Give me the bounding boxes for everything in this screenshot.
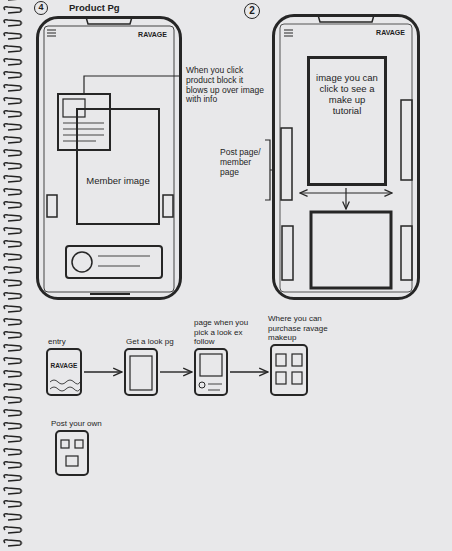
spiral-binding (0, 0, 26, 551)
side-tab (401, 100, 412, 180)
mini-screen: entryRAVAGE (46, 348, 82, 396)
phone-screen: Product PgRAVAGEMember image (36, 16, 182, 300)
product-tile (276, 372, 286, 384)
home-bar (90, 293, 130, 295)
mini-screen: Post your own (55, 430, 89, 476)
screen-text: Member image (82, 176, 154, 187)
side-tab (281, 128, 292, 200)
upload-tile (75, 440, 83, 448)
product-tile (276, 354, 286, 366)
mini-screen: Where you can purchase ravage makeup (270, 344, 308, 396)
side-tab (47, 195, 57, 217)
mini-screen: page when you pick a look ex follow (194, 348, 228, 396)
side-tab (401, 226, 412, 280)
side-tab (163, 195, 173, 217)
bottom-bar (66, 246, 162, 278)
product-block (58, 94, 110, 150)
phone-screen (280, 24, 412, 292)
mini-screen: Get a look pg (124, 348, 158, 396)
screen-heading: page when you pick a look ex follow (194, 318, 262, 346)
leader-line (84, 76, 182, 93)
upload-tile (66, 456, 78, 466)
page-number: 2 (244, 3, 260, 19)
upload-tile (61, 440, 69, 448)
flow-arrow (230, 371, 268, 372)
look-frame (130, 356, 152, 390)
flow-arrow (160, 371, 192, 372)
product-tile (292, 354, 302, 366)
flow-arrow (84, 371, 122, 372)
menu-icon (284, 30, 293, 36)
screen-heading: Where you can purchase ravage makeup (268, 314, 344, 342)
member-image-box: Member image (76, 108, 160, 225)
info-lines (63, 123, 104, 141)
screen-heading: entry (48, 337, 108, 346)
phone-screen: RAVAGE image you can click to see a make … (272, 14, 420, 300)
entry-pattern (50, 380, 80, 391)
annotation-note: When you click product block it blows up… (186, 66, 264, 105)
scroll-arrow (345, 188, 346, 209)
screen-text: RAVAGE (138, 31, 167, 39)
annotation-note: Post page/ member page (220, 148, 262, 177)
page-number: 4 (34, 1, 48, 15)
next-image-box (311, 212, 391, 288)
screen-text: RAVAGE (376, 29, 405, 37)
avatar-circle (199, 382, 205, 388)
bar-lines (98, 256, 150, 266)
screen-heading: Post your own (51, 419, 111, 428)
look-image (200, 354, 222, 376)
screen-heading: Get a look pg (126, 337, 190, 346)
screen-text: image you can click to see a make up tut… (316, 73, 378, 117)
screen-text: RAVAGE (48, 362, 80, 369)
info-lines (208, 384, 222, 390)
menu-icon (47, 30, 56, 36)
product-tile (292, 372, 302, 384)
tutorial-image-box: image you can click to see a make up tut… (307, 56, 387, 186)
phone-screen (44, 26, 174, 292)
side-tab (282, 226, 293, 280)
screen-heading: Product Pg (69, 3, 159, 14)
avatar-circle (72, 252, 92, 272)
